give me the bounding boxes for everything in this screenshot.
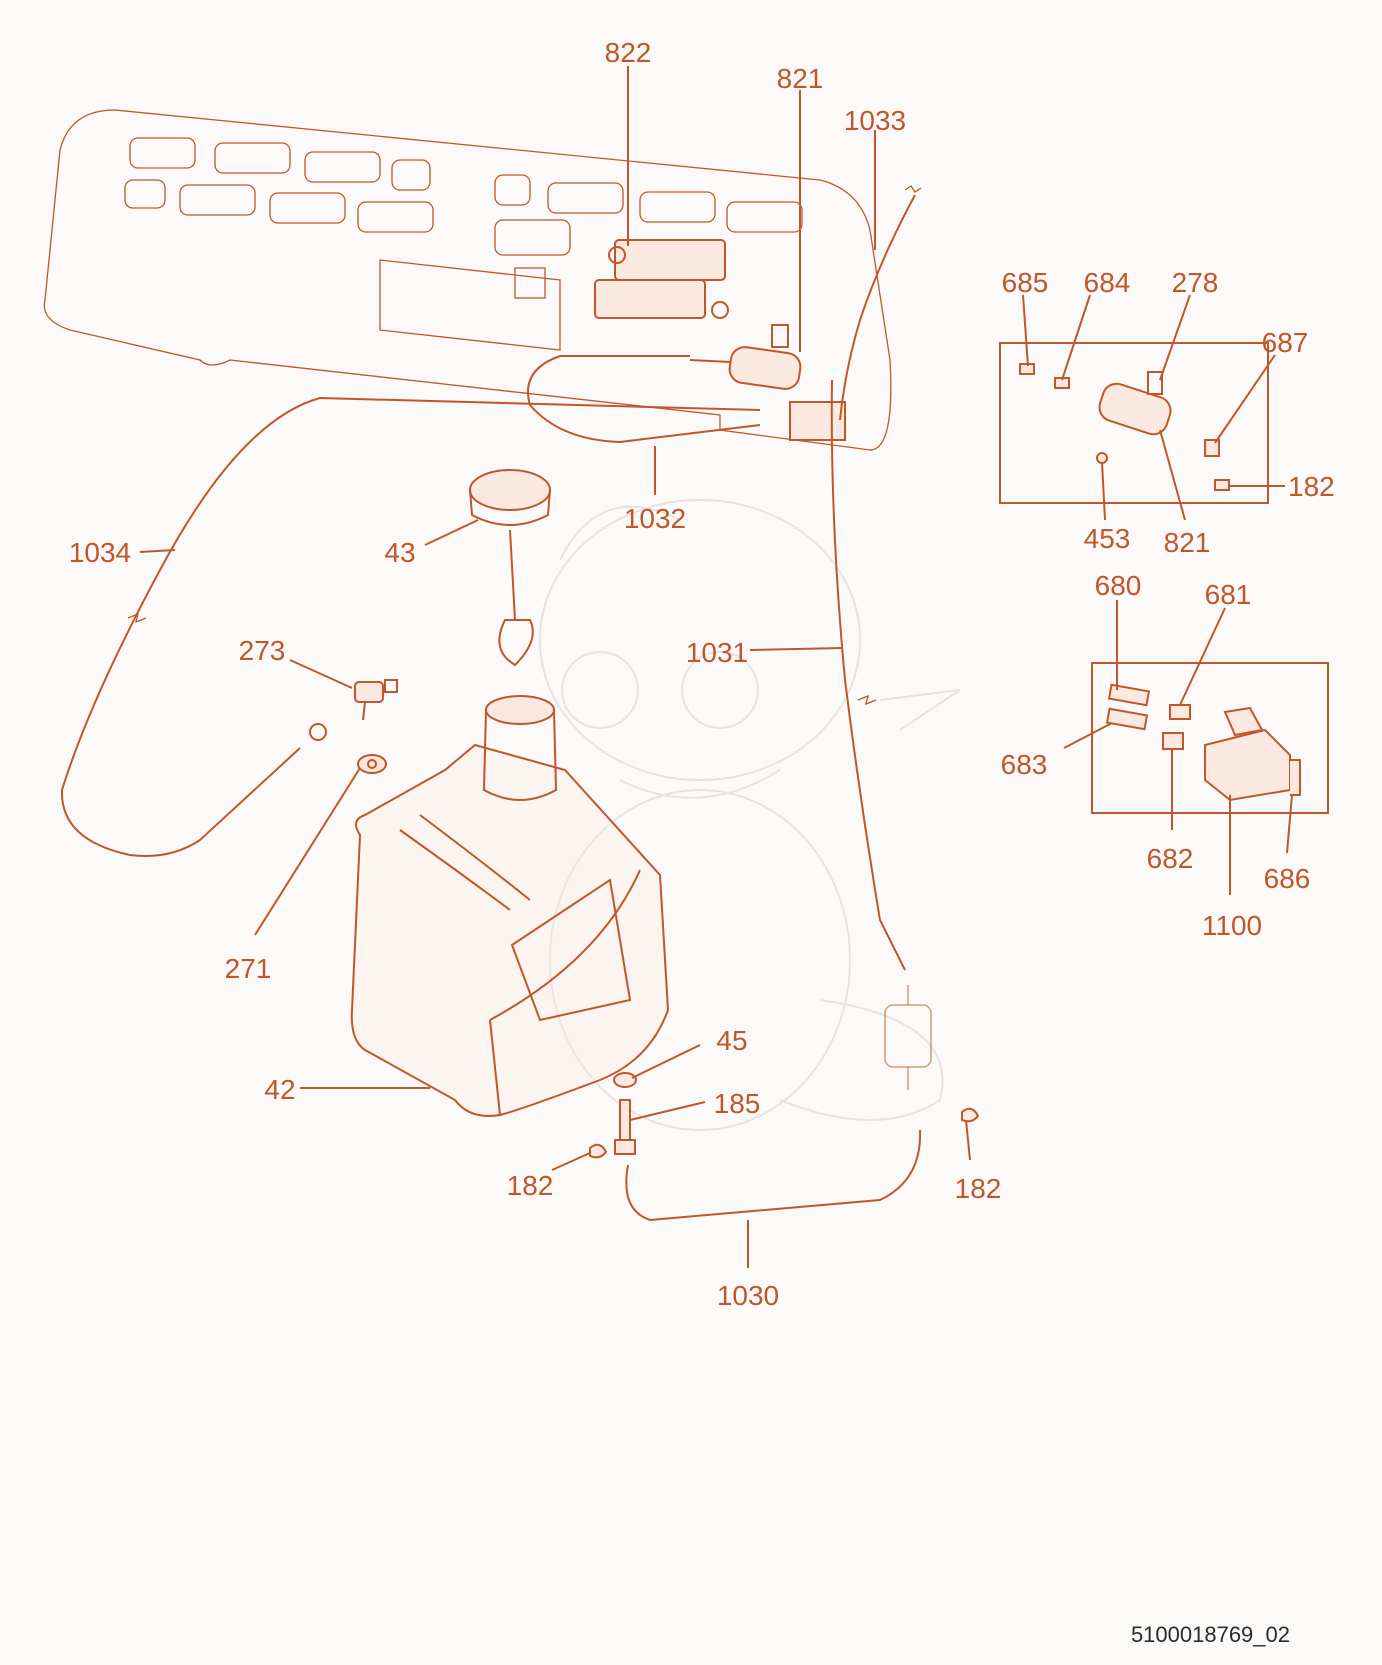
label-684: 684: [1084, 267, 1131, 298]
control-unit-822[interactable]: [594, 239, 729, 319]
part-680-icon[interactable]: [1107, 683, 1151, 707]
label-1031: 1031: [686, 637, 748, 668]
part-labels: 822 821 1033 685 684 278 687 182 453 821…: [69, 37, 1335, 1311]
part-182-box-icon[interactable]: [1214, 479, 1230, 491]
label-687: 687: [1262, 327, 1309, 358]
document-id: 5100018769_02: [1131, 1622, 1290, 1647]
pipe-1033[interactable]: [839, 185, 922, 421]
label-683: 683: [1001, 749, 1048, 780]
mounting-panel: [43, 109, 892, 451]
label-682: 682: [1147, 843, 1194, 874]
label-453: 453: [1084, 523, 1131, 554]
part-278-icon[interactable]: [1147, 371, 1163, 395]
clamp-182-left[interactable]: [589, 1143, 608, 1159]
fuel-tank-42[interactable]: [350, 695, 670, 1117]
label-686: 686: [1264, 863, 1311, 894]
label-822: 822: [605, 37, 652, 68]
pipe-1032[interactable]: [527, 355, 761, 444]
clamp-182-bottom[interactable]: [961, 1107, 980, 1123]
leader-lines: [139, 66, 1293, 1268]
part-1100-icon[interactable]: [1204, 728, 1291, 802]
label-278: 278: [1172, 267, 1219, 298]
label-1100: 1100: [1202, 910, 1262, 941]
washer-45[interactable]: [613, 1072, 637, 1088]
label-271: 271: [225, 953, 272, 984]
label-273: 273: [239, 635, 286, 666]
pipe-1031[interactable]: [830, 379, 906, 971]
label-821-top: 821: [777, 63, 824, 94]
part-453-icon[interactable]: [1096, 452, 1108, 464]
label-182-bottom: 182: [955, 1173, 1002, 1204]
label-681: 681: [1205, 579, 1252, 610]
fuel-pump-821[interactable]: [689, 324, 846, 441]
label-42: 42: [264, 1074, 295, 1105]
fitting-185[interactable]: [614, 1099, 636, 1155]
part-681-icon[interactable]: [1169, 704, 1191, 720]
label-182-left: 182: [507, 1170, 554, 1201]
grommet-271[interactable]: [357, 754, 387, 774]
sender-unit-273[interactable]: [309, 679, 398, 741]
label-182-right: 182: [1288, 471, 1335, 502]
label-43: 43: [384, 537, 415, 568]
label-185: 185: [714, 1088, 761, 1119]
part-686-icon[interactable]: [1290, 759, 1301, 796]
part-687-icon[interactable]: [1204, 439, 1220, 457]
part-683-icon[interactable]: [1105, 707, 1149, 731]
detail-box-valve-kit: [1091, 662, 1329, 814]
part-682-icon[interactable]: [1162, 732, 1184, 750]
label-1032: 1032: [624, 503, 686, 534]
pipe-1034[interactable]: [60, 396, 761, 857]
tank-cap-43[interactable]: [469, 469, 551, 667]
inline-filter[interactable]: [884, 985, 932, 1090]
label-1033: 1033: [844, 105, 906, 136]
label-821-box: 821: [1164, 527, 1211, 558]
watermark-figure: [539, 499, 961, 1131]
pipe-1030[interactable]: [625, 1129, 922, 1222]
label-1030: 1030: [717, 1280, 779, 1311]
label-45: 45: [716, 1025, 747, 1056]
label-1034: 1034: [69, 537, 131, 568]
part-821-box-icon[interactable]: [1096, 380, 1174, 438]
label-685: 685: [1002, 267, 1049, 298]
label-680: 680: [1095, 570, 1142, 601]
detail-box-pump-kit: [999, 342, 1269, 504]
